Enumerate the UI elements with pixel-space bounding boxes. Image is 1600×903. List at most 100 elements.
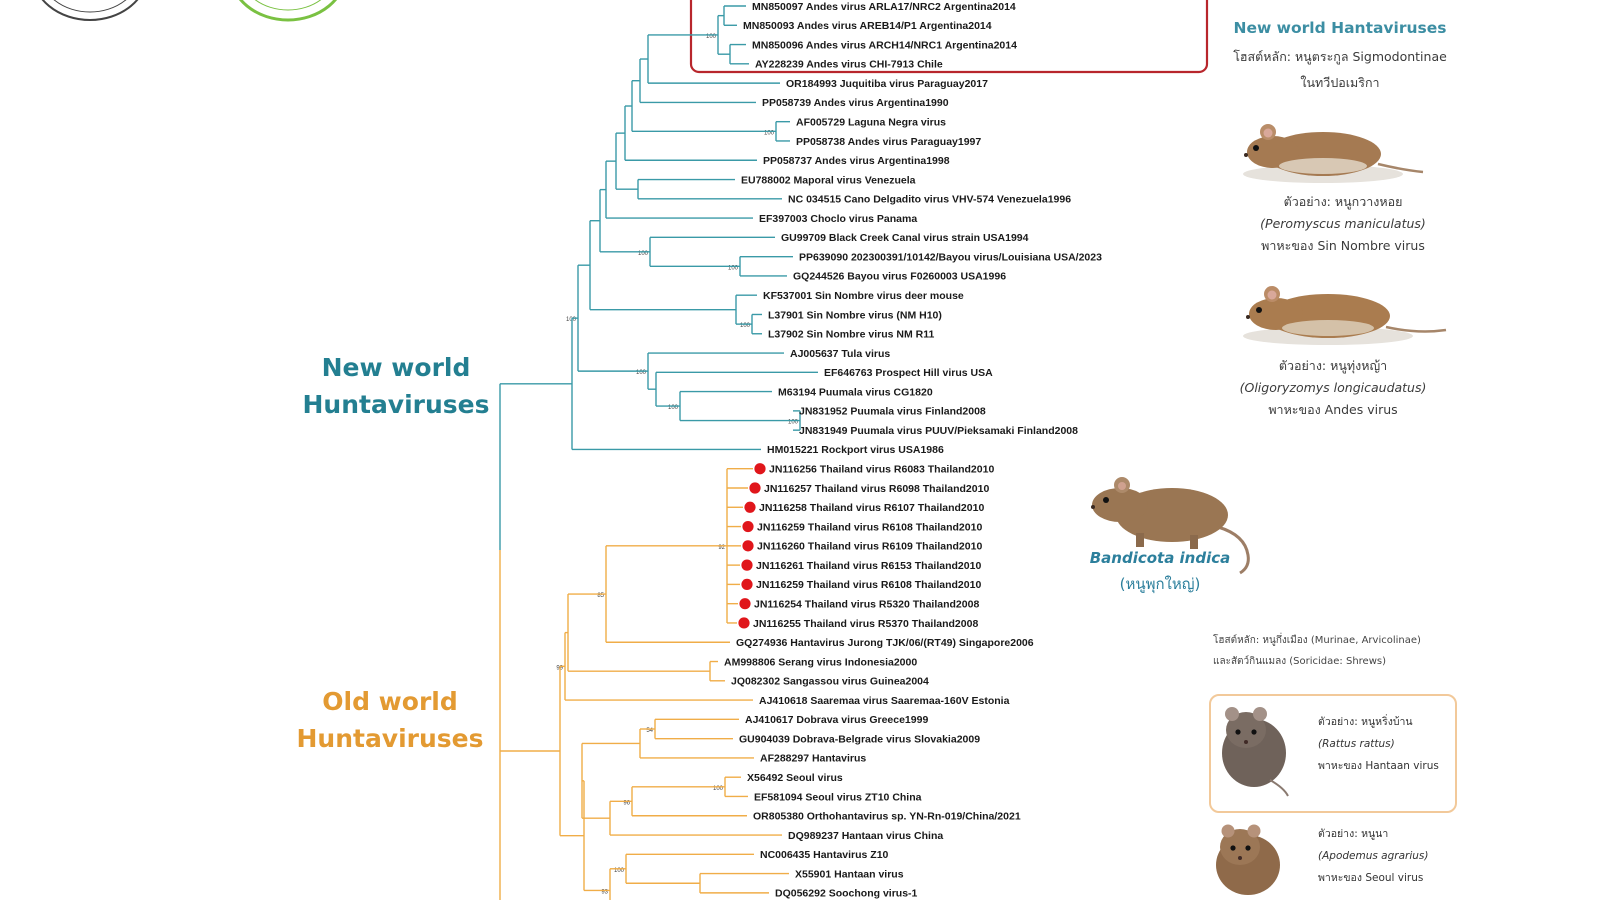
leaf-label: JN116258 Thailand virus R6107 Thailand20… xyxy=(759,502,984,514)
leaf-label: MN850093 Andes virus AREB14/P1 Argentina… xyxy=(743,20,992,32)
host-vector-note: พาหะของ Hantaan virus xyxy=(1318,760,1439,772)
thailand-marker-dot xyxy=(738,617,750,629)
leaf-label: JN831952 Puumala virus Finland2008 xyxy=(799,406,986,418)
institution-logo-right xyxy=(238,0,338,22)
leaf-label: GQ274936 Hantavirus Jurong TJK/06/(RT49)… xyxy=(736,637,1034,649)
host-example-label: ตัวอย่าง: หนูหริ่งบ้าน xyxy=(1318,716,1413,728)
leaf-label: L37902 Sin Nombre virus NM R11 xyxy=(768,329,934,341)
leaf-label: OR805380 Orthohantavirus sp. YN-Rn-019/C… xyxy=(753,811,1021,823)
leaf-label: GU99709 Black Creek Canal virus strain U… xyxy=(781,232,1029,244)
leaf-label: JN116259 Thailand virus R6108 Thailand20… xyxy=(756,579,981,591)
new-world-group-title: New world Huntaviruses xyxy=(286,349,506,423)
leaf-label: NC006435 Hantavirus Z10 xyxy=(760,849,889,861)
host-example-label: ตัวอย่าง: หนูกวางหอย xyxy=(1283,194,1403,209)
leaf-label: MN850097 Andes virus ARLA17/NRC2 Argenti… xyxy=(752,1,1016,13)
leaf-label: DQ989237 Hantaan virus China xyxy=(788,830,943,842)
thailand-marker-dot xyxy=(742,520,754,533)
leaf-label: HM015221 Rockport virus USA1986 xyxy=(767,444,944,456)
thailand-marker-dot xyxy=(741,559,753,571)
host-line: และสัตว์กินแมลง (Soricidae: Shrews) xyxy=(1213,656,1387,667)
leaf-label: AY228239 Andes virus CHI-7913 Chile xyxy=(755,59,943,71)
thailand-marker-dot xyxy=(739,598,751,610)
leaf-label: M63194 Puumala virus CG1820 xyxy=(778,386,933,398)
leaf-label: X56492 Seoul virus xyxy=(747,772,843,784)
bootstrap-value: 54 xyxy=(646,728,653,734)
bandicota-caption: Bandicota indica (หนูพุกใหญ่) xyxy=(1060,545,1260,597)
leaf-label: AJ005637 Tula virus xyxy=(790,348,890,360)
thailand-marker-dot xyxy=(742,540,754,552)
bootstrap-value: 96 xyxy=(623,800,630,806)
leaf-label: EF646763 Prospect Hill virus USA xyxy=(824,367,993,379)
host-line: โฮสต์หลัก: หนูกึ่งเมือง (Murinae, Arvico… xyxy=(1213,635,1421,646)
bootstrap-value: 100 xyxy=(728,265,739,271)
leaf-label: JN116254 Thailand virus R5320 Thailand20… xyxy=(754,598,979,610)
group-title-line: New world xyxy=(321,353,471,382)
host-vector-note: พาหะของ Seoul virus xyxy=(1318,872,1424,884)
leaf-label: JN831949 Puumala virus PUUV/Pieksamaki F… xyxy=(799,425,1078,437)
host-scientific-name: (Rattus rattus) xyxy=(1318,738,1395,750)
thailand-marker-dot xyxy=(749,482,761,494)
host-line: โฮสต์หลัก: หนูตระกูล Sigmodontinae xyxy=(1233,49,1447,64)
bootstrap-value: 100 xyxy=(668,405,679,411)
leaf-label: AF005729 Laguna Negra virus xyxy=(796,116,946,128)
mouse-icon xyxy=(1243,286,1447,345)
old-world-group-title: Old world Huntaviruses xyxy=(280,683,500,757)
bandicota-common-name: (หนูพุกใหญ่) xyxy=(1119,575,1201,593)
leaf-label: GQ244526 Bayou virus F0260003 USA1996 xyxy=(793,271,1006,283)
group-title-line: Old world xyxy=(322,687,458,716)
bootstrap-value: 100 xyxy=(638,251,649,257)
bootstrap-value: 100 xyxy=(614,868,625,874)
leaf-label: OR184993 Juquitiba virus Paraguay2017 xyxy=(786,78,988,90)
leaf-label: EF397003 Choclo virus Panama xyxy=(759,213,917,225)
old-world-example-rattus: ตัวอย่าง: หนูหริ่งบ้าน (Rattus rattus) พ… xyxy=(1318,711,1458,777)
host-scientific-name: (Peromyscus maniculatus) xyxy=(1260,216,1426,231)
rat-icon xyxy=(1091,477,1250,575)
leaf-label: JN116259 Thailand virus R6108 Thailand20… xyxy=(757,521,982,533)
leaf-label: JN116255 Thailand virus R5370 Thailand20… xyxy=(753,618,978,630)
leaf-label: JQ082302 Sangassou virus Guinea2004 xyxy=(731,676,929,688)
group-title-line: Huntaviruses xyxy=(296,724,484,753)
leaf-label: MN850096 Andes virus ARCH14/NRC1 Argenti… xyxy=(752,39,1017,51)
bootstrap-value: 100 xyxy=(764,130,775,136)
leaf-label: JN116256 Thailand virus R6083 Thailand20… xyxy=(769,464,994,476)
host-example-label: ตัวอย่าง: หนูนา xyxy=(1318,828,1389,840)
host-scientific-name: (Oligoryzomys longicaudatus) xyxy=(1239,380,1427,395)
bootstrap-value: 100 xyxy=(713,786,724,792)
bootstrap-value: 100 xyxy=(740,323,751,329)
host-panel-rice-rat: ตัวอย่าง: หนูทุ่งหญ้า (Oligoryzomys long… xyxy=(1198,355,1468,421)
leaf-label: GU904039 Dobrava-Belgrade virus Slovakia… xyxy=(739,733,980,745)
mouse-icon xyxy=(1243,124,1424,183)
leaf-label: KF537001 Sin Nombre virus deer mouse xyxy=(763,290,964,302)
leaf-label: PP058737 Andes virus Argentina1998 xyxy=(763,155,950,167)
mouse-icon xyxy=(1216,824,1280,895)
legend-title: New world Hantaviruses xyxy=(1233,19,1447,37)
host-scientific-name: (Apodemus agrarius) xyxy=(1318,850,1429,862)
bootstrap-value: 100 xyxy=(706,34,717,40)
leaf-label: PP639090 202300391/10142/Bayou virus/Lou… xyxy=(799,251,1102,263)
leaf-label: AM998806 Serang virus Indonesia2000 xyxy=(724,656,917,668)
old-world-example-frame xyxy=(1209,694,1457,813)
leaf-label: X55901 Hantaan virus xyxy=(795,868,904,880)
leaf-label: JN116261 Thailand virus R6153 Thailand20… xyxy=(756,560,981,572)
bootstrap-value: 100 xyxy=(636,370,647,376)
new-world-host-legend: New world Hantaviruses โฮสต์หลัก: หนูตระ… xyxy=(1205,13,1475,95)
old-world-example-apodemus: ตัวอย่าง: หนูนา (Apodemus agrarius) พาหะ… xyxy=(1318,823,1458,889)
leaf-label: AF288297 Hantavirus xyxy=(760,753,866,765)
old-world-host-note: โฮสต์หลัก: หนูกึ่งเมือง (Murinae, Arvico… xyxy=(1213,630,1493,672)
highlight-box xyxy=(689,0,1209,74)
leaf-label: DQ056292 Soochong virus-1 xyxy=(775,888,918,900)
rat-icon xyxy=(1222,707,1289,797)
leaf-label: PP058739 Andes virus Argentina1990 xyxy=(762,97,949,109)
host-vector-note: พาหะของ Sin Nombre virus xyxy=(1261,238,1425,253)
thailand-marker-dot xyxy=(754,463,766,475)
thailand-marker-dot xyxy=(744,501,756,513)
bootstrap-value: 93 xyxy=(601,889,608,895)
leaf-label: JN116260 Thailand virus R6109 Thailand20… xyxy=(757,541,982,553)
leaf-label: EF581094 Seoul virus ZT10 China xyxy=(754,791,922,803)
group-title-line: Huntaviruses xyxy=(302,390,490,419)
bootstrap-value: 85 xyxy=(597,593,604,599)
host-vector-note: พาหะของ Andes virus xyxy=(1268,402,1398,417)
leaf-label: JN116257 Thailand virus R6098 Thailand20… xyxy=(764,483,989,495)
host-line: ในทวีปอเมริกา xyxy=(1300,75,1380,90)
leaf-label: AJ410617 Dobrava virus Greece1999 xyxy=(745,714,928,726)
